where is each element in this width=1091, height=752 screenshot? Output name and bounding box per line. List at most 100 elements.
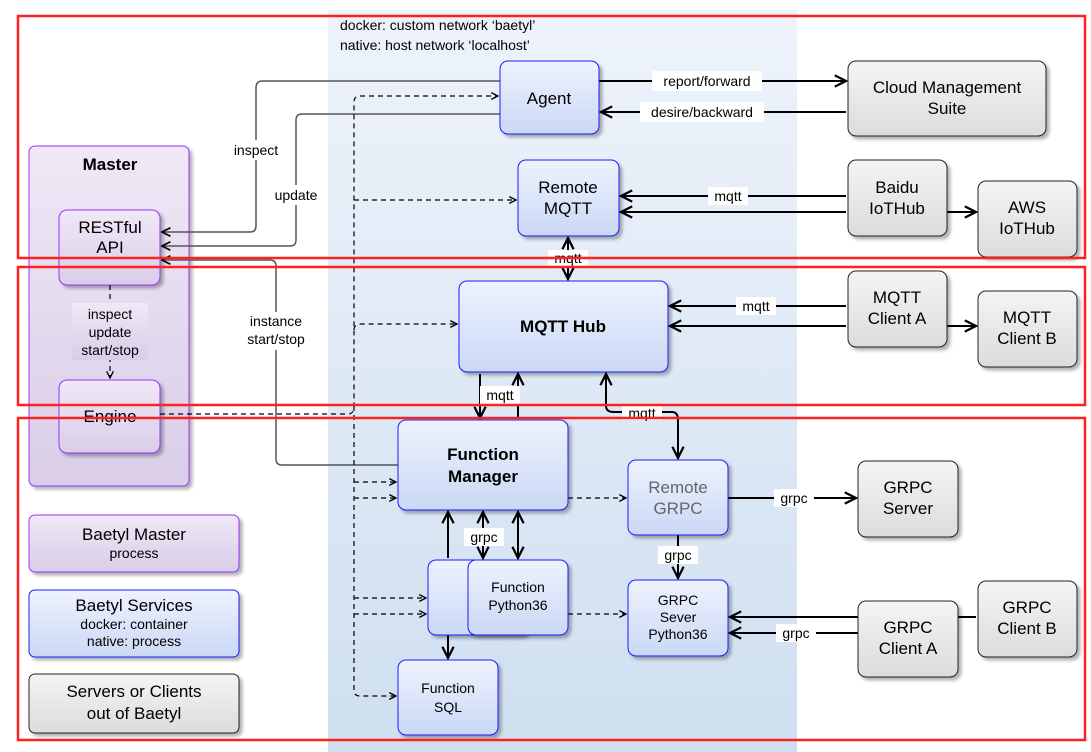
box-shape xyxy=(517,159,620,237)
node-label: docker: container xyxy=(80,616,188,632)
node-label: Servers or Clients xyxy=(66,682,201,701)
network-note-docker: docker: custom network ‘baetyl’ xyxy=(340,17,535,33)
connector-arrow xyxy=(160,96,498,415)
node-label: Client B xyxy=(997,329,1057,348)
edge-label: mqtt xyxy=(742,298,769,314)
box-shape xyxy=(857,600,959,678)
node-label: GRPC xyxy=(658,592,698,608)
edge-label: report/forward xyxy=(663,73,750,89)
node-label: Server xyxy=(883,499,933,518)
aws-iothub-node: AWS IoTHub xyxy=(977,180,1078,258)
connector-arrow xyxy=(353,406,396,696)
node-label: Python36 xyxy=(488,597,547,613)
edge-label: start/stop xyxy=(81,342,139,358)
box-shape xyxy=(458,280,669,373)
box-shape xyxy=(977,290,1078,368)
edge-label: start/stop xyxy=(247,331,305,347)
box-shape xyxy=(622,404,662,420)
edge-label: update xyxy=(275,187,318,203)
box-shape xyxy=(28,673,240,734)
box-shape xyxy=(464,528,504,546)
node-label: Client A xyxy=(879,639,938,658)
node-label: Function xyxy=(447,445,519,464)
master-title: Master xyxy=(83,155,138,174)
box-shape xyxy=(240,312,312,350)
box-shape xyxy=(467,559,569,636)
box-shape xyxy=(270,185,324,205)
connector-arrow xyxy=(162,113,500,246)
box-shape xyxy=(397,659,499,736)
network-note-native: native: host network ‘localhost’ xyxy=(340,37,530,53)
box-shape xyxy=(397,419,569,511)
edge-label: desire/backward xyxy=(651,104,753,120)
edge-label: grpc xyxy=(664,547,691,563)
engine-node xyxy=(58,379,161,454)
highlight-box-cloud xyxy=(16,14,1087,260)
node-label: Baetyl Services xyxy=(75,596,192,615)
node-label: IoTHub xyxy=(869,199,925,218)
edge-label: mqtt xyxy=(714,188,741,204)
box-shape xyxy=(28,514,240,573)
node-label: Suite xyxy=(928,99,967,118)
restful-api-label: RESTful xyxy=(78,218,141,237)
box-shape xyxy=(736,297,776,315)
node-label: Baetyl Master xyxy=(82,525,186,544)
edge-label: update xyxy=(89,324,132,340)
node-label: MQTT xyxy=(544,199,592,218)
edge-label: inspect xyxy=(88,306,132,322)
node-label: Function xyxy=(491,579,545,595)
node-label: MQTT Hub xyxy=(520,317,606,336)
box-shape xyxy=(28,589,240,658)
box-shape xyxy=(847,270,948,348)
node-label: GRPC xyxy=(883,478,932,497)
node-label: MQTT xyxy=(873,288,921,307)
node-label: AWS xyxy=(1008,198,1046,217)
edge-label: mqtt xyxy=(486,387,513,403)
box-shape xyxy=(708,187,748,205)
grpc-server-node: GRPC Server xyxy=(857,460,959,538)
box-shape xyxy=(857,460,959,538)
box-shape xyxy=(640,102,764,122)
node-label: Remote xyxy=(648,478,708,497)
edge-label: grpc xyxy=(782,625,809,641)
node-label: out of Baetyl xyxy=(87,704,182,723)
box-shape xyxy=(776,624,816,642)
box-shape xyxy=(627,459,729,536)
grpc-client-a-node: GRPC Client A xyxy=(857,600,959,678)
node-label: native: process xyxy=(87,633,181,649)
highlight-box-function xyxy=(16,416,1087,742)
node-label: GRPC xyxy=(883,618,932,637)
agent-node: Agent xyxy=(499,60,600,135)
node-label: MQTT xyxy=(1003,308,1051,327)
edge-label: grpc xyxy=(470,529,497,545)
edge-label: grpc xyxy=(780,490,807,506)
box-shape xyxy=(847,159,948,237)
node-label: GRPC xyxy=(1002,598,1051,617)
legend-external: Servers or Clients out of Baetyl xyxy=(28,673,240,734)
node-label: GRPC xyxy=(653,499,702,518)
box-shape xyxy=(627,579,729,657)
connector-arrow xyxy=(162,260,398,466)
node-label: Agent xyxy=(527,89,572,108)
box-shape xyxy=(847,60,1047,137)
edge-label: instance xyxy=(250,313,302,329)
node-label: Sever xyxy=(660,609,697,625)
node-label: Manager xyxy=(448,467,518,486)
node-label: process xyxy=(109,545,158,561)
box-shape xyxy=(499,60,600,135)
mqtt-client-b-node: MQTT Client B xyxy=(977,290,1078,368)
node-label: Remote xyxy=(538,178,598,197)
box-shape xyxy=(480,386,520,404)
node-label: IoTHub xyxy=(999,219,1055,238)
